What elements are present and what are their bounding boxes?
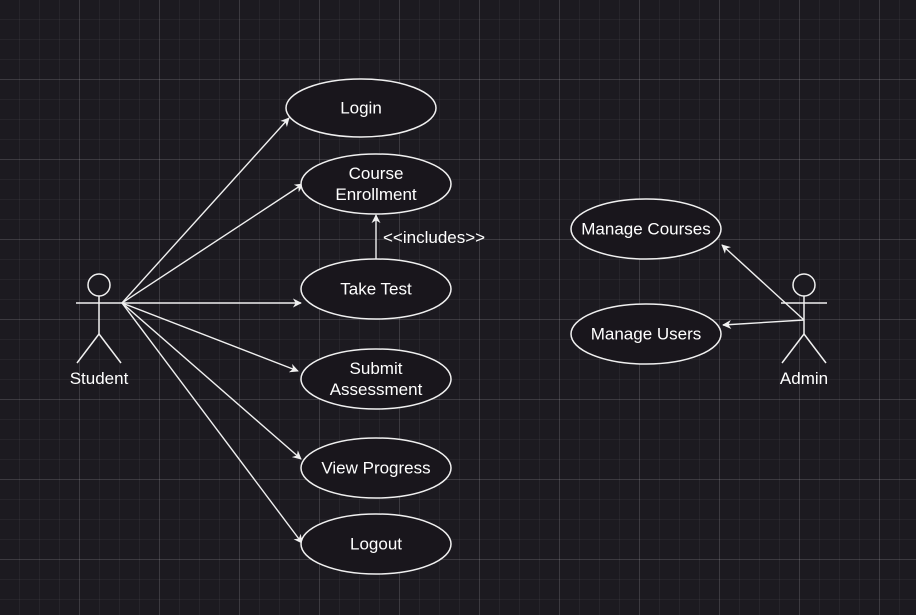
use-case-label: Assessment [330, 380, 423, 399]
actor-admin[interactable]: Admin [780, 273, 828, 388]
use-case-label: Enrollment [335, 185, 417, 204]
use-case-progress[interactable]: View Progress [300, 437, 452, 499]
actors: Student Admin [70, 273, 828, 388]
association-student-progress [121, 302, 302, 460]
relationships: <<includes>> [121, 117, 805, 544]
actor-head [87, 273, 111, 297]
actor-leg-left [781, 333, 805, 364]
use-case-ellipse[interactable] [300, 258, 452, 320]
actor-leg-left [76, 333, 100, 364]
association-admin-users [722, 319, 805, 329]
use-case-label: View Progress [321, 459, 430, 478]
actor-leg-right [803, 333, 827, 364]
association-student-enroll [121, 183, 304, 304]
use-case-ellipse[interactable] [570, 198, 722, 260]
association-student-logout [121, 302, 303, 544]
association-student-submit [121, 302, 299, 373]
use-case-ellipse[interactable] [300, 513, 452, 575]
actor-head [792, 273, 816, 297]
actor-student[interactable]: Student [70, 273, 129, 388]
actor-label: Admin [780, 369, 828, 388]
use-case-test[interactable]: Take Test [300, 258, 452, 320]
actor-leg-right [98, 333, 122, 364]
use-case-label: Manage Users [591, 325, 702, 344]
use-case-label: Course [349, 164, 404, 183]
use-case-ellipse[interactable] [300, 153, 452, 215]
actor-label: Student [70, 369, 129, 388]
use-case-label: Login [340, 99, 382, 118]
use-case-login[interactable]: Login [285, 78, 437, 138]
use-case-label: Logout [350, 535, 402, 554]
use-case-courses[interactable]: Manage Courses [570, 198, 722, 260]
use-case-users[interactable]: Manage Users [570, 303, 722, 365]
use-case-label: Manage Courses [581, 220, 710, 239]
use-case-ellipse[interactable] [300, 348, 452, 410]
use-case-ellipse[interactable] [300, 437, 452, 499]
use-case-label: Submit [350, 359, 403, 378]
use-case-logout[interactable]: Logout [300, 513, 452, 575]
association-student-login [121, 117, 290, 304]
use-case-ellipse[interactable] [570, 303, 722, 365]
include-label: <<includes>> [383, 228, 485, 247]
use-case-label: Take Test [340, 280, 412, 299]
use-case-ellipse[interactable] [285, 78, 437, 138]
association-admin-courses [721, 244, 805, 321]
